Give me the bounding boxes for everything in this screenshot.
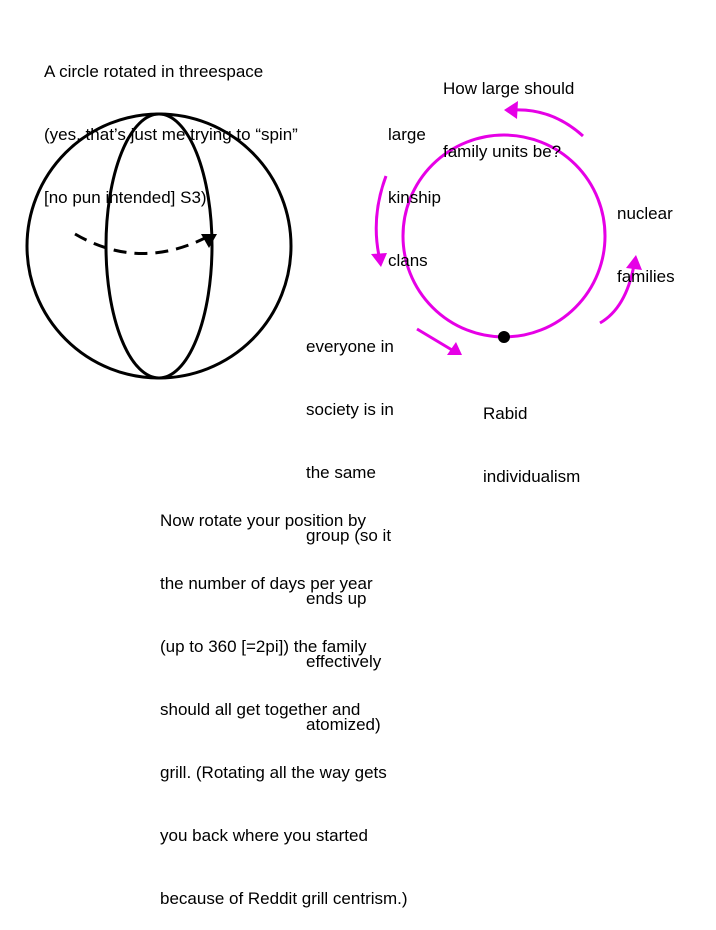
rotation-arrowhead xyxy=(201,234,217,248)
footer-line: grill. (Rotating all the way gets xyxy=(160,763,387,782)
label-line: individualism xyxy=(483,467,581,486)
label-line: nuclear xyxy=(617,204,673,223)
individualism-dot xyxy=(498,331,510,343)
label-rabid-individualism: Rabid individualism xyxy=(483,361,580,508)
footer-line: Now rotate your position by xyxy=(160,511,366,530)
label-line: Rabid xyxy=(483,404,528,423)
label-large-kinship-clans: large kinship clans xyxy=(388,82,441,292)
question-line: family units be? xyxy=(443,142,562,161)
arrow-right xyxy=(599,255,642,325)
arrow-left xyxy=(371,175,388,267)
sphere-caption: A circle rotated in threespace (yes, tha… xyxy=(44,19,298,229)
diagram-canvas xyxy=(25,101,642,380)
label-line: kinship xyxy=(388,188,441,207)
label-line: families xyxy=(617,267,675,286)
arrow-bottom-left xyxy=(416,327,462,355)
label-line: the same xyxy=(306,463,376,482)
rotation-dashed-arc xyxy=(74,232,210,255)
great-circle-ellipse xyxy=(104,112,214,380)
caption-line: [no pun intended] S3) xyxy=(44,188,207,207)
footer-line: because of Reddit grill centrism.) xyxy=(160,889,408,908)
label-line: everyone in xyxy=(306,337,394,356)
sphere-diagram xyxy=(25,112,293,380)
label-line: large xyxy=(388,125,426,144)
label-line: society is in xyxy=(306,400,394,419)
label-line: ends up xyxy=(306,589,367,608)
footer-note: Now rotate your position by the number o… xyxy=(160,468,408,930)
footer-line: the number of days per year xyxy=(160,574,373,593)
question-line: How large should xyxy=(443,79,575,98)
label-nuclear-families: nuclear families xyxy=(617,161,675,308)
label-line: clans xyxy=(388,251,428,270)
footer-line: should all get together and xyxy=(160,700,361,719)
arrow-top xyxy=(504,101,585,138)
label-line: group (so it xyxy=(306,526,392,545)
caption-line: (yes, that’s just me trying to “spin” xyxy=(44,125,298,144)
question-label: How large should family units be? xyxy=(443,36,574,183)
footer-line: you back where you started xyxy=(160,826,368,845)
caption-line: A circle rotated in threespace xyxy=(44,62,264,81)
footer-line: (up to 360 [=2pi]) the family xyxy=(160,637,367,656)
